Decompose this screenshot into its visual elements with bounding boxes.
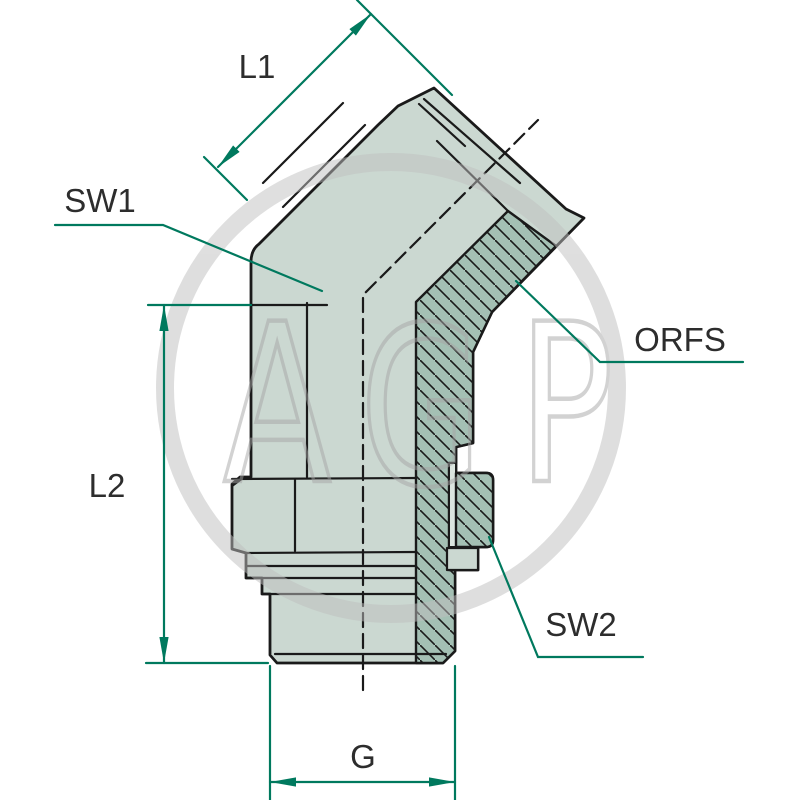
sw2-retaining-nut	[454, 471, 495, 549]
label-sw1: SW1	[64, 182, 136, 219]
dimension-annotations	[53, 0, 745, 800]
label-l2: L2	[89, 467, 126, 504]
label-g: G	[350, 738, 376, 775]
sw2-washer	[445, 546, 480, 572]
watermark-letter-p: P	[518, 278, 614, 534]
dimension-labels: L1 SW1 L2 ORFS SW2 G	[64, 48, 726, 775]
leader-sw2	[487, 535, 645, 659]
fitting-body	[230, 86, 586, 692]
label-orfs: ORFS	[634, 321, 726, 358]
label-sw2: SW2	[545, 606, 617, 643]
label-l1: L1	[239, 48, 276, 85]
dimension-l1	[202, 0, 454, 202]
section-hatch	[414, 209, 558, 665]
watermark-letter-g: G	[360, 281, 483, 537]
watermark-letter-a: A	[223, 278, 331, 534]
leader-sw1	[53, 223, 324, 293]
dimension-g	[268, 664, 457, 800]
dimension-l2	[144, 303, 270, 665]
leader-orfs	[514, 279, 745, 364]
